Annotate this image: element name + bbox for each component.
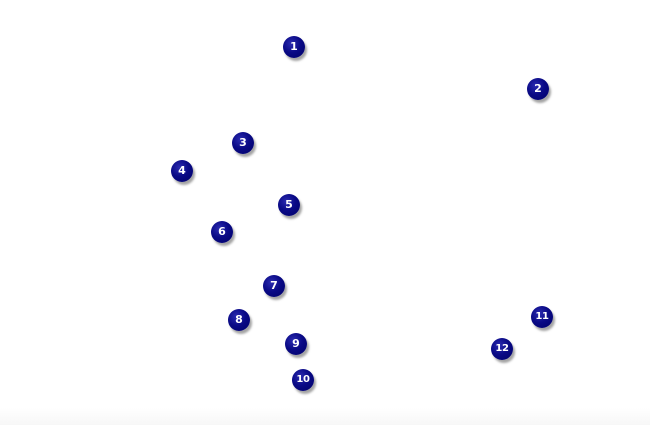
dot-3[interactable]: 3 <box>232 132 254 154</box>
dot-11[interactable]: 11 <box>531 306 553 328</box>
dot-4[interactable]: 4 <box>171 160 193 182</box>
dot-10[interactable]: 10 <box>292 369 314 391</box>
dot-7[interactable]: 7 <box>263 275 285 297</box>
dot-5[interactable]: 5 <box>278 194 300 216</box>
dot-8[interactable]: 8 <box>228 309 250 331</box>
dot-12[interactable]: 12 <box>491 338 513 360</box>
dot-2[interactable]: 2 <box>527 78 549 100</box>
dot-9[interactable]: 9 <box>285 333 307 355</box>
dot-6[interactable]: 6 <box>211 221 233 243</box>
dot-1[interactable]: 1 <box>283 36 305 58</box>
